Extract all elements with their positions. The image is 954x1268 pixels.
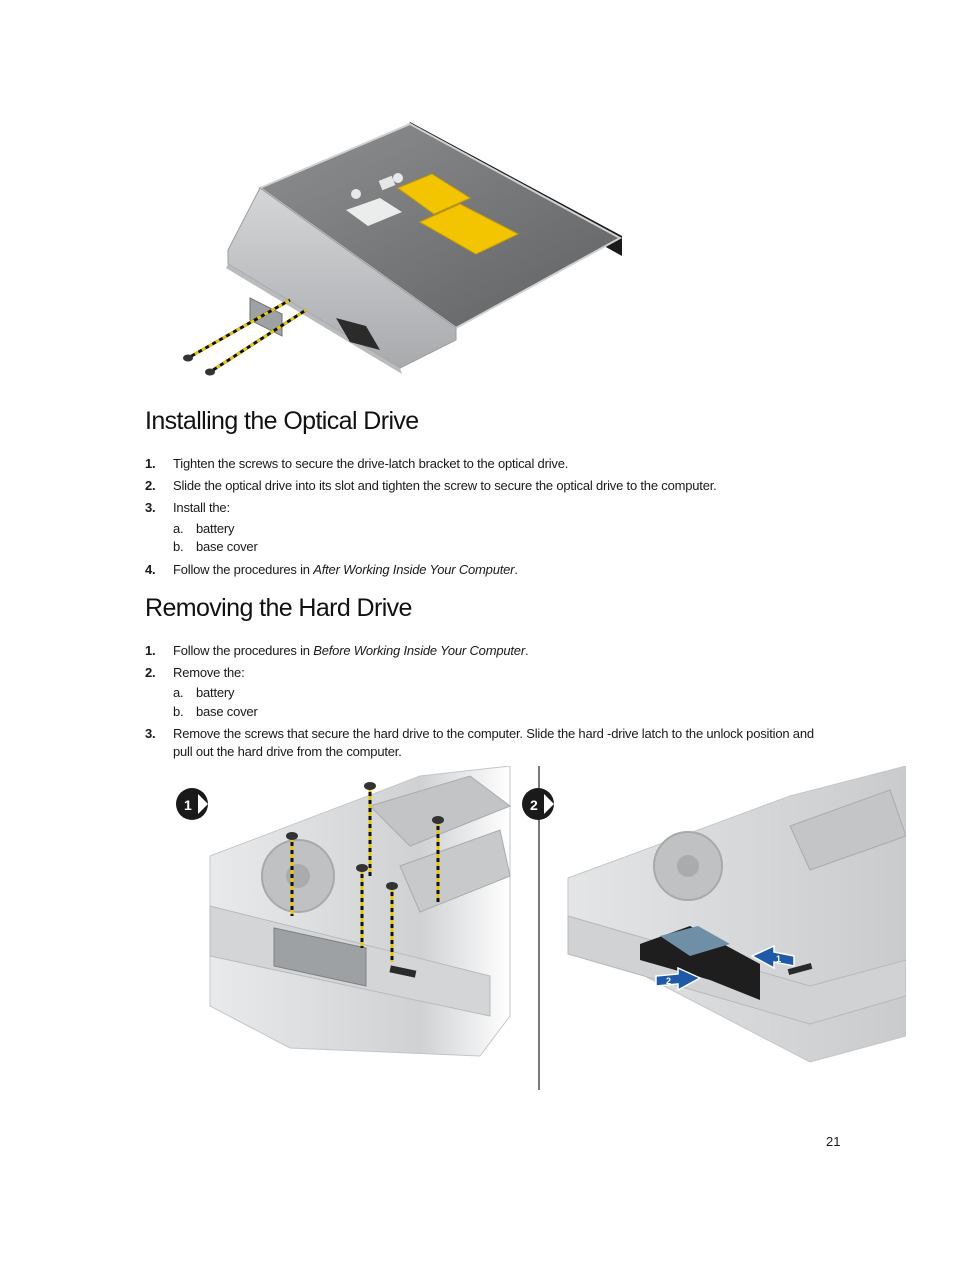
svg-text:2: 2 [530,797,538,813]
link-before-working[interactable]: Before Working Inside Your Computer [313,643,525,658]
link-after-working[interactable]: After Working Inside Your Computer [313,562,515,577]
hard-drive-extracted [640,926,760,1000]
screws-left [286,782,444,962]
heading-removing-hard-drive: Removing the Hard Drive [145,594,412,622]
svg-text:1: 1 [184,797,192,813]
pull-out-drive-arrow: 2 [655,966,702,992]
optical-drive-illustration [183,122,623,376]
svg-text:1: 1 [776,954,781,964]
slide-latch-arrow: 1 [750,944,795,970]
hard-drive-slot-left [273,927,367,987]
page-number: 21 [826,1134,841,1149]
step-badge-2: 2 [522,788,554,820]
hard-drive-removal-illustration: 1 2 1 2 [176,766,906,1090]
svg-text:2: 2 [666,976,671,986]
heading-installing-optical-drive: Installing the Optical Drive [145,407,419,435]
step-badge-1: 1 [176,788,208,820]
